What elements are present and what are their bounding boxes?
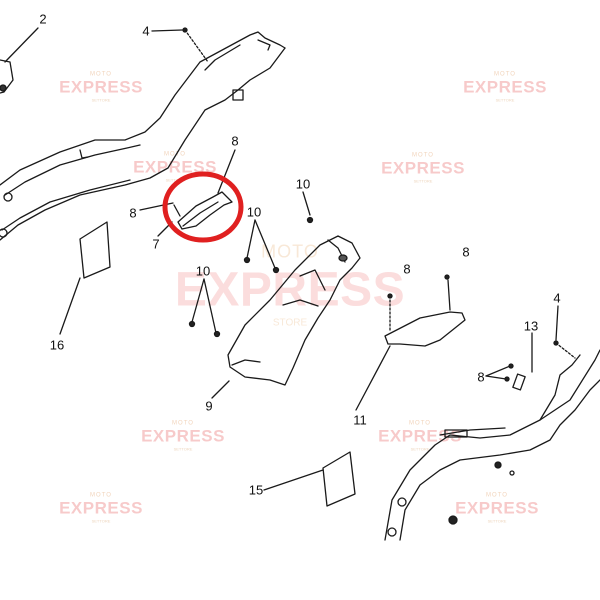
leader-lines [4,27,236,237]
highlight-circle [162,171,244,243]
callout-label-4: 4 [553,290,561,306]
callout-label-8: 8 [462,244,470,260]
callout-label-2: 2 [39,11,47,27]
part-9-fender [211,235,361,399]
callout-label-10: 10 [195,263,211,279]
callout-label-15: 15 [248,482,264,498]
callout-label-8: 8 [403,261,411,277]
callout-label-9: 9 [205,398,213,414]
part-11-cover [355,274,466,411]
callout-label-11: 11 [353,412,367,428]
callout-label-8: 8 [477,369,485,385]
part-left-side-rail [0,31,286,241]
callout-label-7: 7 [152,236,160,252]
callout-label-8: 8 [129,205,137,221]
callout-label-10: 10 [295,176,311,192]
part-7-bracket [173,191,233,230]
callout-label-10: 10 [246,204,262,220]
part-4-bolt [182,27,209,63]
part-16-sheet [59,221,111,335]
callout-label-13: 13 [523,318,539,334]
part-13-clip [485,305,576,391]
callout-label-8: 8 [231,133,239,149]
callout-label-4: 4 [142,23,150,39]
part-15-sheet [263,451,356,507]
callout-label-16: 16 [49,337,65,353]
part-10-bolts [188,191,314,338]
part-right-side-rail [384,349,600,541]
part-2-cover [0,59,14,94]
